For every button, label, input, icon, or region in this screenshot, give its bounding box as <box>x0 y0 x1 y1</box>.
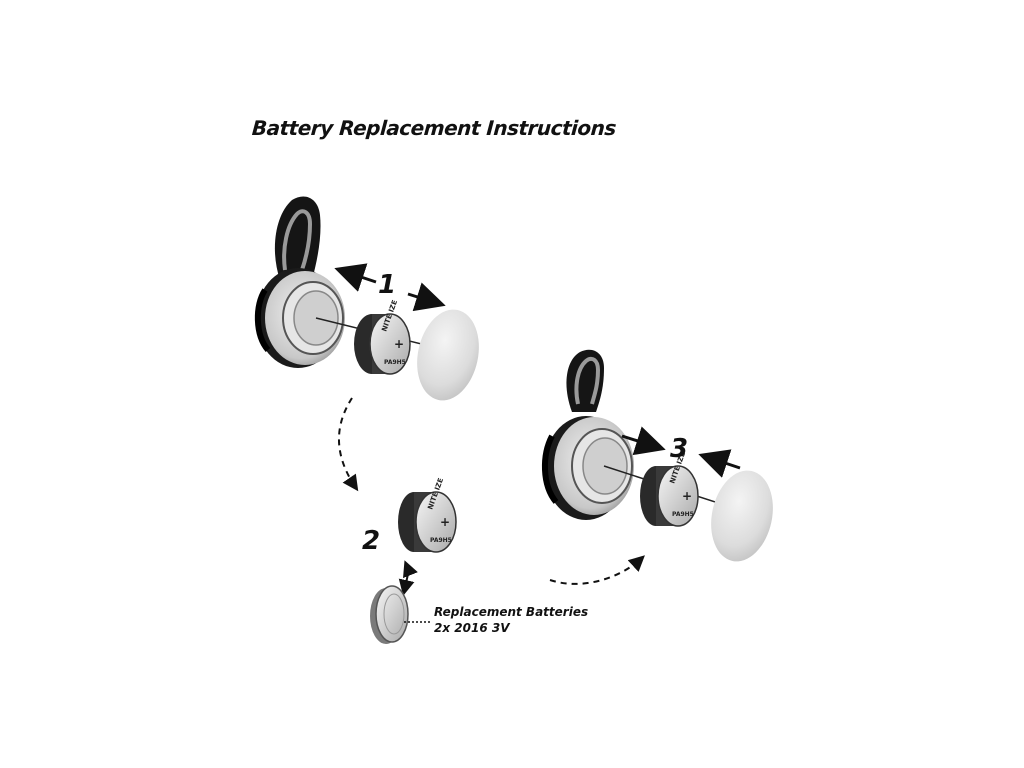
carabiner-clip-icon <box>566 349 604 412</box>
arrow-icon <box>398 573 415 596</box>
module-detail-step-2: NITE IZE + PA9H5 <box>370 477 457 644</box>
svg-text:PA9H5: PA9H5 <box>430 537 452 544</box>
svg-text:PA9H5: PA9H5 <box>672 511 694 518</box>
step-number-2: 2 <box>362 526 381 556</box>
arrow-icon <box>403 560 418 579</box>
battery-module-icon: NITE IZE + PA9H5 <box>354 299 411 375</box>
step-number-3: 3 <box>670 434 689 464</box>
battery-module-icon: NITE IZE + PA9H5 <box>398 477 457 553</box>
arrow-icon <box>334 263 377 292</box>
svg-text:+: + <box>440 515 450 529</box>
battery-spec-label: 2x 2016 3V <box>434 621 510 635</box>
lens-cap-icon <box>711 470 773 562</box>
arrow-icon <box>698 449 741 478</box>
battery-part-number-label: PA9H5 <box>384 359 406 366</box>
replacement-batteries-label: Replacement Batteries <box>434 605 589 619</box>
arrow-icon <box>621 426 666 456</box>
replacement-batteries-note: Replacement Batteries 2x 2016 3V <box>434 604 588 636</box>
battery-polarity-label: + <box>394 337 404 351</box>
svg-text:+: + <box>682 489 692 503</box>
step-number-1: 1 <box>378 270 397 300</box>
battery-module-icon: NITE IZE + PA9H5 <box>640 451 699 527</box>
arrow-icon <box>549 555 645 585</box>
assembly-step-3: NITE IZE + PA9H5 <box>541 349 773 562</box>
arrow-icon <box>407 282 446 312</box>
light-housing-icon <box>541 416 634 520</box>
coin-battery-icon <box>370 585 409 644</box>
arrow-icon <box>337 397 359 492</box>
carabiner-clip-icon <box>274 196 321 280</box>
assembly-step-1: NITE IZE + PA9H5 <box>254 196 479 401</box>
light-housing-icon <box>254 268 345 368</box>
lens-cap-icon <box>417 309 479 401</box>
